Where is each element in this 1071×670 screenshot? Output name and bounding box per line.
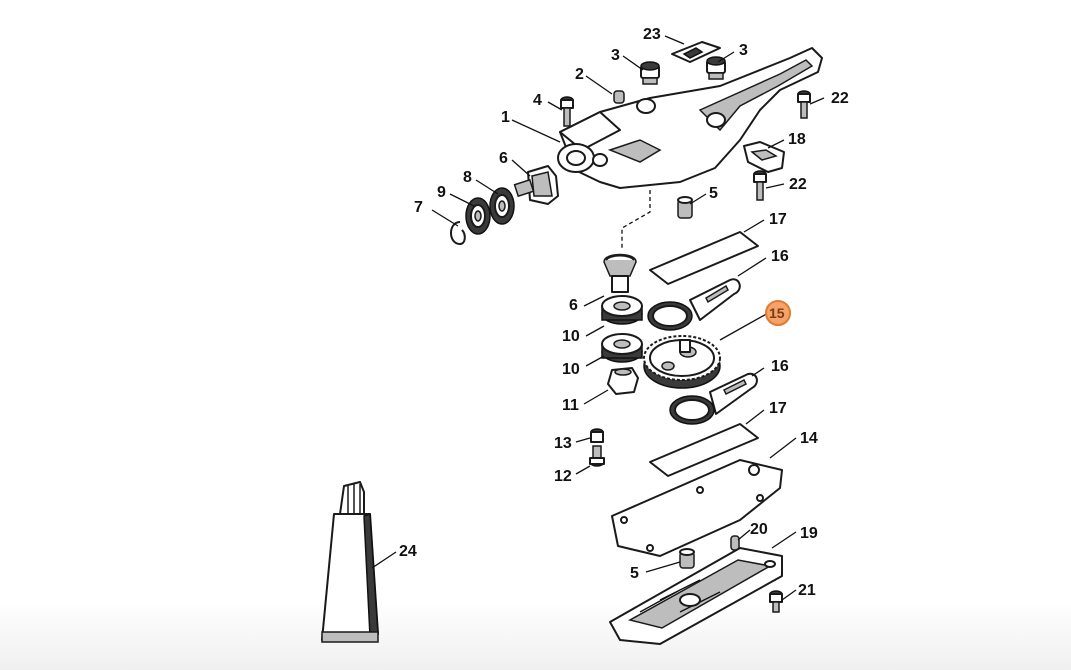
callout-15: 15 bbox=[769, 305, 785, 321]
bevel-pinion-top[interactable] bbox=[513, 165, 559, 205]
gasket-large[interactable] bbox=[611, 459, 783, 557]
callout-19: 19 bbox=[800, 525, 818, 542]
screw-22-bottom[interactable] bbox=[753, 170, 767, 201]
bottom-shade bbox=[0, 600, 1071, 670]
sleeve-top[interactable] bbox=[677, 196, 693, 219]
callout-21: 21 bbox=[798, 582, 816, 599]
callout-labels: 1 2 3 3 4 5 5 6 6 7 8 9 10 10 11 12 13 1… bbox=[399, 26, 849, 599]
screw-21[interactable] bbox=[769, 590, 783, 613]
spline-nut[interactable] bbox=[607, 367, 639, 395]
ball-bearing-9[interactable] bbox=[465, 197, 491, 235]
callout-10-top: 10 bbox=[562, 328, 580, 345]
screw-22-top[interactable] bbox=[797, 90, 811, 119]
clip[interactable] bbox=[743, 141, 785, 173]
plug-left[interactable] bbox=[640, 61, 660, 85]
callout-22-bottom: 22 bbox=[789, 176, 807, 193]
callout-5-top: 5 bbox=[709, 185, 718, 202]
callout-23: 23 bbox=[643, 26, 661, 43]
callout-3-left: 3 bbox=[611, 47, 620, 64]
connecting-rod-bottom[interactable] bbox=[669, 372, 758, 425]
callout-14: 14 bbox=[800, 430, 818, 447]
screw-12[interactable] bbox=[589, 445, 605, 467]
ball-bearing-8[interactable] bbox=[489, 187, 515, 225]
callout-8: 8 bbox=[463, 169, 472, 186]
screw-4[interactable] bbox=[560, 96, 574, 127]
callout-9: 9 bbox=[437, 184, 446, 201]
callout-6-top: 6 bbox=[499, 150, 508, 167]
callout-12: 12 bbox=[554, 468, 572, 485]
gear-wheel[interactable] bbox=[643, 335, 721, 389]
leader-lines bbox=[371, 35, 825, 601]
callout-11: 11 bbox=[562, 397, 579, 414]
highlight-marker[interactable] bbox=[765, 300, 791, 326]
callout-16-bottom: 16 bbox=[771, 358, 789, 375]
callout-3-right: 3 bbox=[739, 42, 748, 59]
gear-cover[interactable] bbox=[609, 547, 783, 645]
callout-17-bottom: 17 bbox=[769, 400, 787, 417]
pin[interactable] bbox=[613, 90, 625, 104]
ball-bearing-10-top[interactable] bbox=[601, 295, 643, 325]
bevel-pinion-bottom[interactable] bbox=[603, 253, 637, 293]
callout-4: 4 bbox=[533, 92, 542, 109]
circlip[interactable] bbox=[450, 221, 466, 245]
connecting-rod-top[interactable] bbox=[647, 278, 741, 331]
cover-plate[interactable] bbox=[671, 41, 721, 63]
callout-5-bottom: 5 bbox=[630, 565, 639, 582]
ball-bearing-10-bottom[interactable] bbox=[601, 333, 643, 363]
gear-housing[interactable] bbox=[557, 47, 823, 189]
callout-13: 13 bbox=[554, 435, 572, 452]
callout-17-top: 17 bbox=[769, 211, 787, 228]
washer[interactable] bbox=[590, 428, 604, 443]
callout-22-top: 22 bbox=[831, 90, 849, 107]
gasket-bottom[interactable] bbox=[649, 423, 759, 477]
callout-10-bottom: 10 bbox=[562, 361, 580, 378]
plug-right[interactable] bbox=[706, 56, 726, 80]
pin-20[interactable] bbox=[730, 535, 740, 551]
callout-6-bottom: 6 bbox=[569, 297, 578, 314]
callout-7: 7 bbox=[414, 199, 423, 216]
grease-tube[interactable] bbox=[321, 481, 379, 643]
callout-2: 2 bbox=[575, 66, 584, 83]
callout-20: 20 bbox=[750, 521, 768, 538]
callout-18: 18 bbox=[788, 131, 806, 148]
gasket-top[interactable] bbox=[649, 231, 759, 285]
callout-16-top: 16 bbox=[771, 248, 789, 265]
sleeve-bottom[interactable] bbox=[679, 548, 695, 569]
callout-1: 1 bbox=[501, 109, 510, 126]
callout-24: 24 bbox=[399, 543, 417, 560]
